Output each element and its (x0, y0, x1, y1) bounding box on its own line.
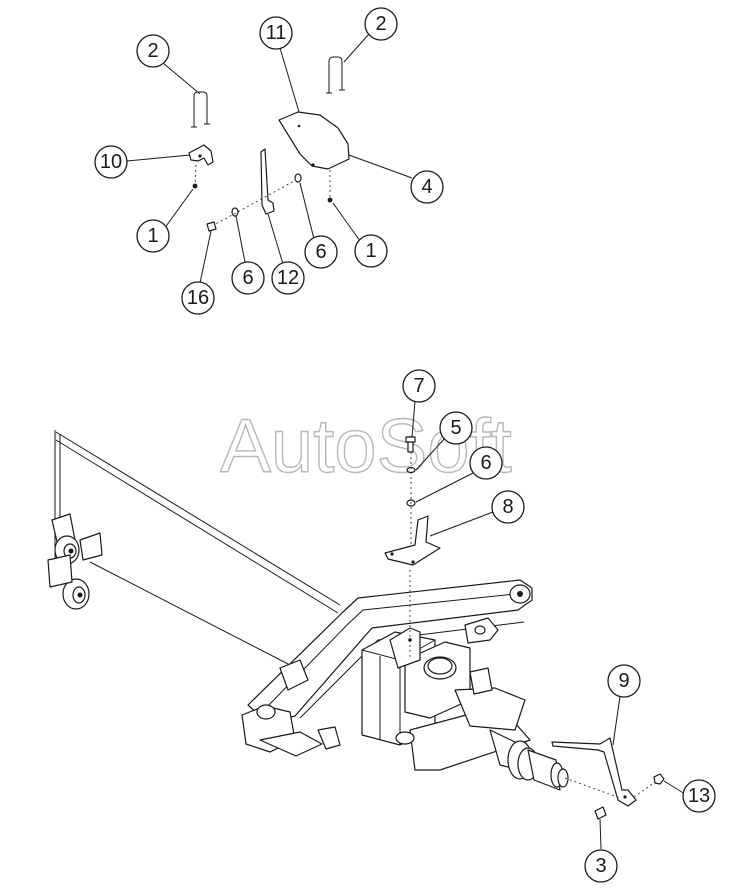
balloon-label: 6 (242, 267, 253, 289)
lever-12 (260, 148, 275, 215)
balloon-b-13: 13 (682, 779, 716, 813)
washer-6-b (231, 207, 239, 217)
balloon-b-6-top: 6 (304, 235, 338, 269)
balloon-b-6-lower: 6 (469, 446, 503, 480)
balloon-label: 4 (421, 176, 432, 198)
balloon-label: 6 (315, 241, 326, 263)
balloon-b-4: 4 (410, 170, 444, 204)
balloon-b-8: 8 (491, 490, 525, 524)
u-bolt-right (326, 56, 345, 94)
balloon-label: 6 (480, 452, 491, 474)
balloon-label: 1 (365, 240, 376, 262)
bracket-8 (384, 515, 441, 566)
balloon-label: 11 (266, 22, 287, 44)
washer-6-a (294, 173, 302, 183)
balloon-b-12: 12 (271, 261, 305, 295)
long-rod (54, 430, 341, 666)
main-beam (241, 579, 533, 757)
bolt-16 (206, 221, 217, 232)
gearbox (361, 570, 531, 771)
balloon-label: 13 (688, 785, 710, 807)
balloon-b-6-mid: 6 (231, 261, 265, 295)
balloon-b-1-right: 1 (354, 234, 388, 268)
leader-lines (126, 33, 686, 850)
balloon-label: 12 (277, 267, 299, 289)
rod-end-wheels (47, 513, 103, 610)
balloon-b-7: 7 (402, 369, 436, 403)
balloon-b-1-left: 1 (136, 219, 170, 253)
spindle (489, 729, 569, 791)
balloon-b-2-right: 2 (364, 7, 398, 41)
balloon-b-9: 9 (607, 664, 641, 698)
balloon-b-2-left: 2 (136, 34, 170, 68)
lower-assembly: AutoSoft (47, 403, 665, 820)
balloon-b-16: 16 (181, 281, 215, 315)
lever-9 (551, 737, 656, 807)
bolt-3 (594, 806, 607, 820)
balloon-label: 10 (100, 151, 122, 173)
balloon-label: 7 (413, 375, 424, 397)
balloon-label: 2 (147, 40, 158, 62)
balloon-b-5: 5 (439, 411, 473, 445)
nut-1-right (327, 197, 333, 203)
upper-exploded-group (188, 56, 350, 232)
balloon-label: 8 (502, 496, 513, 518)
balloon-b-10: 10 (94, 145, 128, 179)
shield-11 (278, 111, 350, 170)
balloon-b-11: 11 (259, 16, 293, 50)
nut-1-left (192, 183, 198, 189)
balloon-label: 2 (375, 13, 386, 35)
nut-13 (653, 773, 665, 785)
balloon-label: 9 (618, 670, 629, 692)
u-bolt-left (191, 91, 210, 128)
balloon-b-3: 3 (584, 849, 618, 883)
balloon-label: 1 (147, 225, 158, 247)
balloon-label: 3 (595, 855, 606, 877)
balloon-label: 5 (450, 417, 461, 439)
balloon-label: 16 (187, 287, 209, 309)
